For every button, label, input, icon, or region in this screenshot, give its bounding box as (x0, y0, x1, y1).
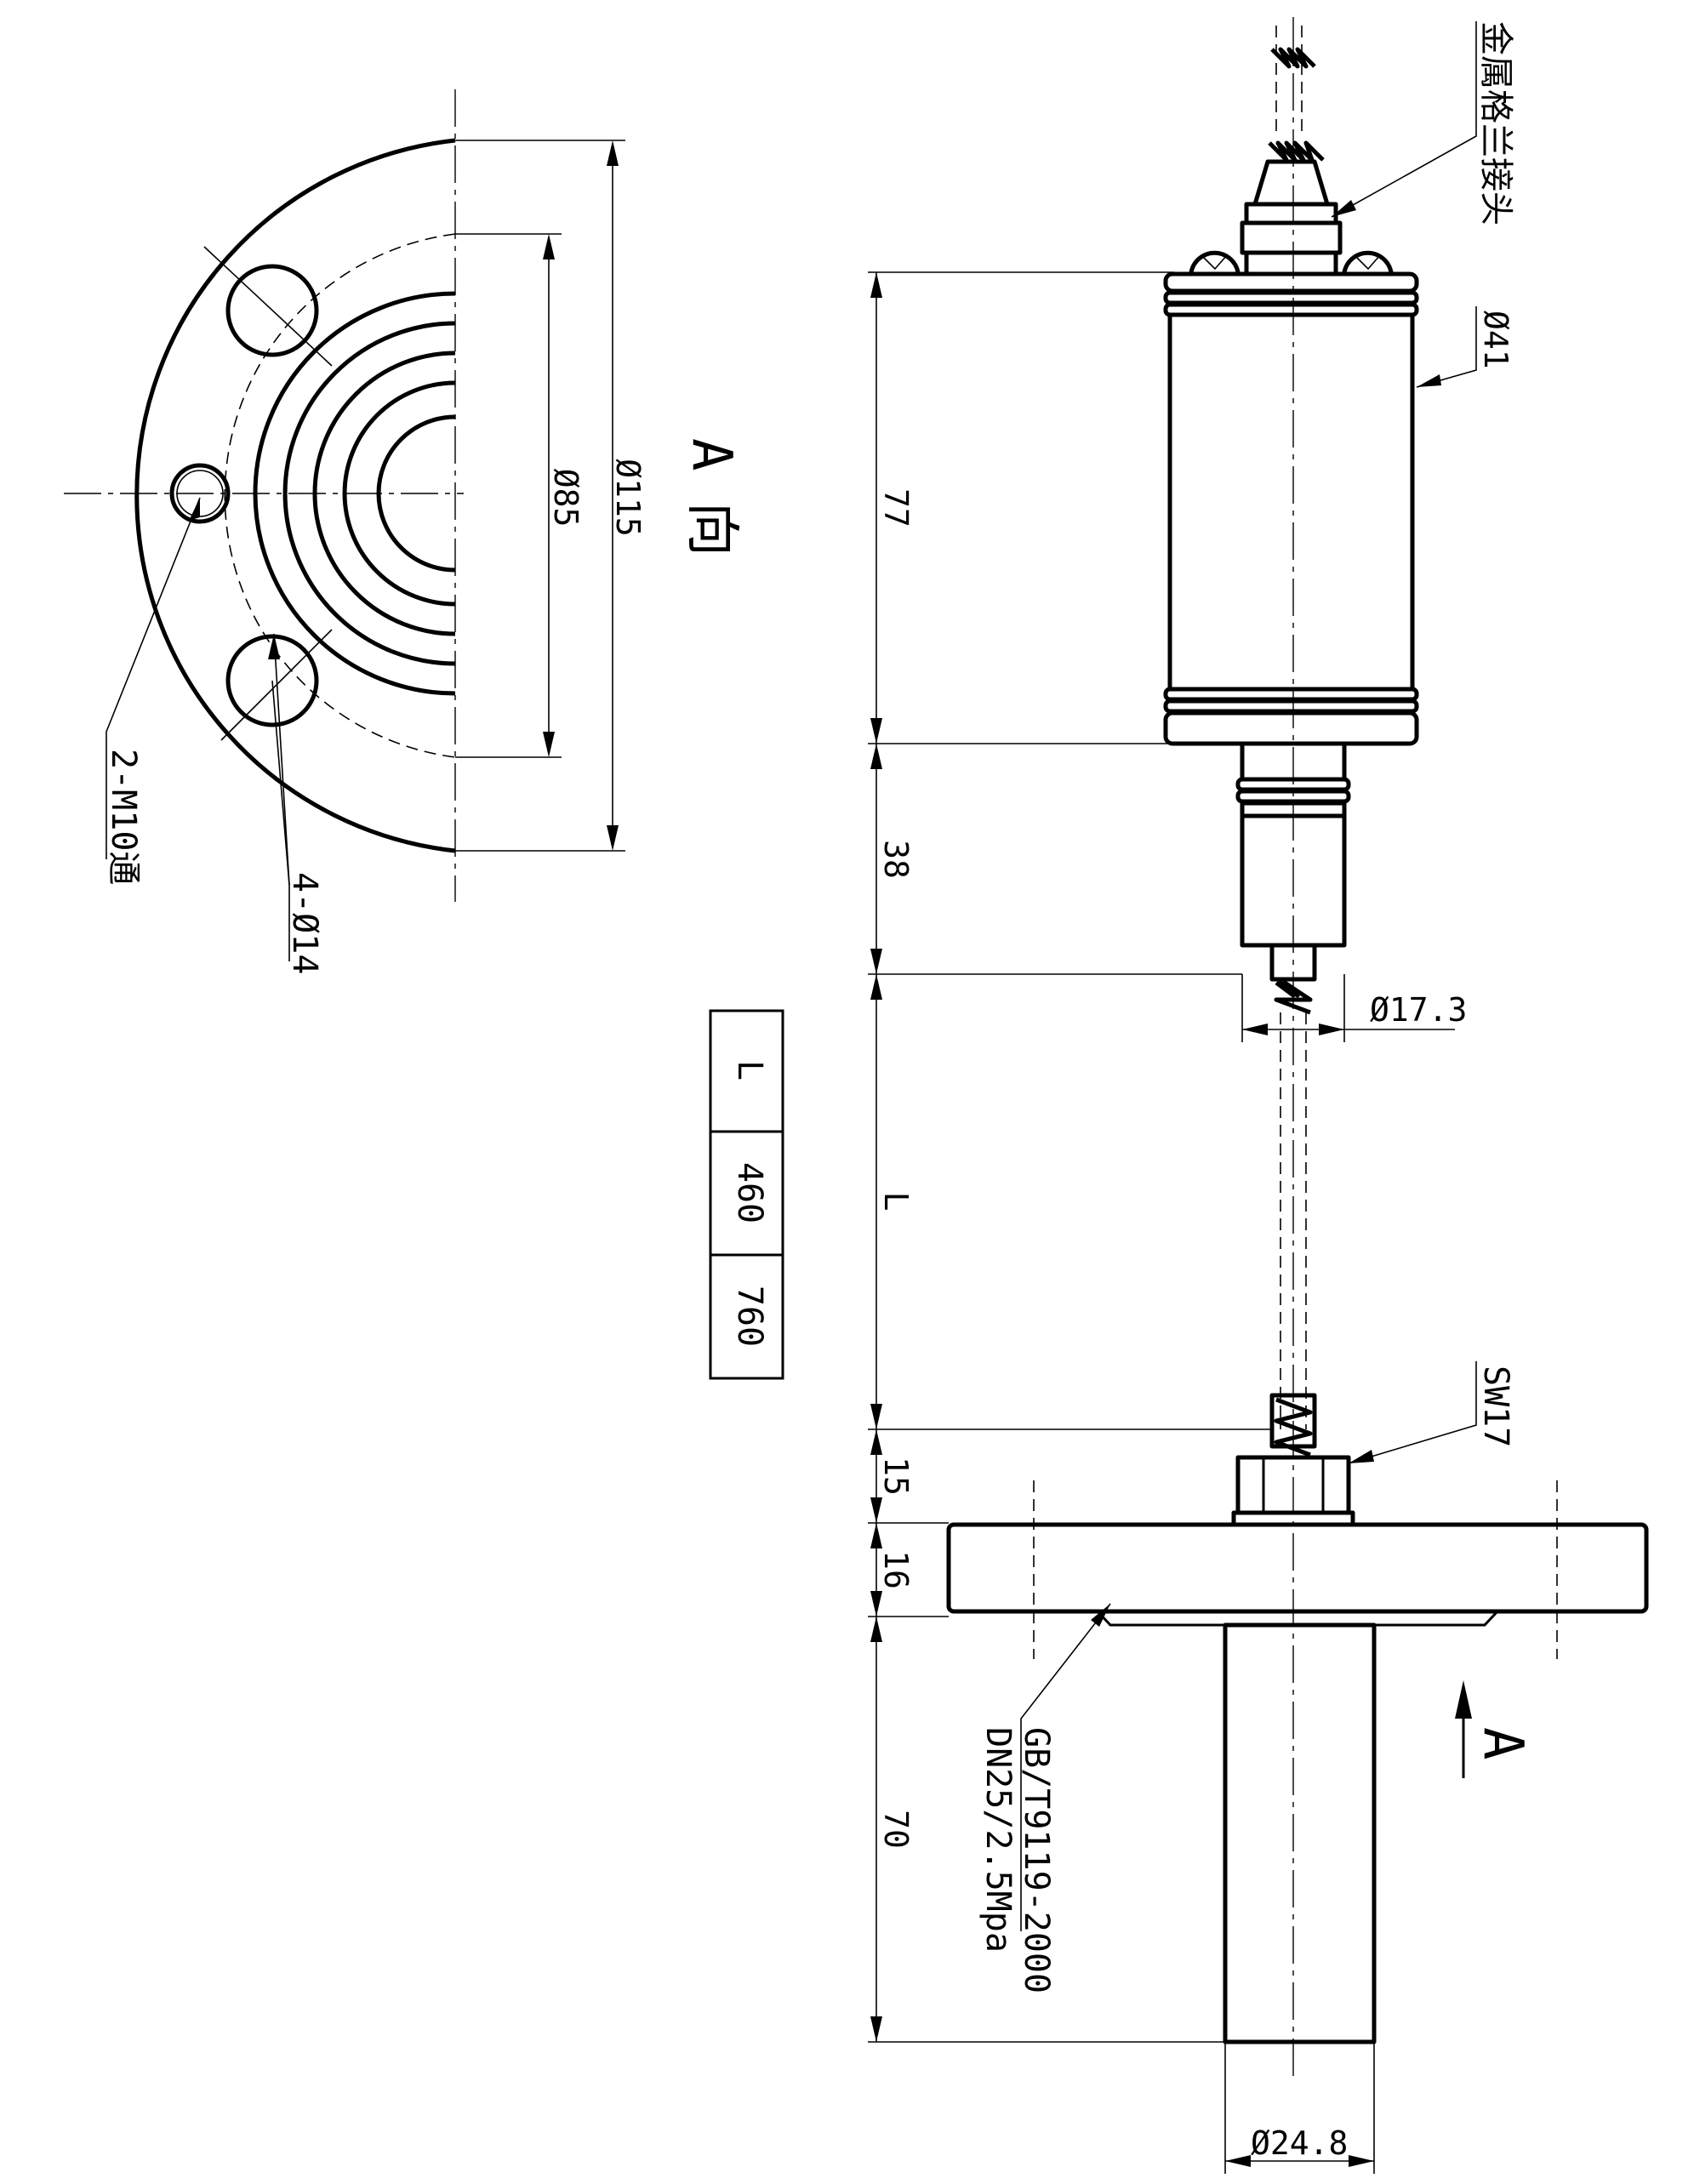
label-2-m10: 2-M10通 (104, 749, 143, 885)
label-metal-gland-joint: 金属格兰接头 (1476, 21, 1515, 225)
label-standard-1: GB/T9119-2000 (1017, 1727, 1056, 1993)
label-4-d14: 4-Ø14 (285, 872, 324, 974)
label-sw17: SW17 (1476, 1366, 1515, 1447)
dim-41: Ø41 (1477, 311, 1514, 369)
svg-text:向: 向 (680, 502, 743, 556)
dim-L: L (877, 1192, 915, 1212)
table-value-2: 760 (730, 1286, 769, 1347)
table-header: L (730, 1060, 769, 1081)
dim-17-3: Ø17.3 (1370, 991, 1467, 1029)
main-dimensions (868, 21, 1477, 2174)
dim-115: Ø115 (609, 459, 647, 537)
view-a-flange (64, 89, 625, 961)
table-value-1: 460 (730, 1162, 769, 1223)
length-table (709, 1009, 784, 1380)
dim-77: 77 (877, 488, 915, 527)
svg-text:A: A (680, 438, 743, 471)
dim-24-8: Ø24.8 (1251, 2124, 1348, 2162)
sensor-main-view (946, 17, 1649, 2080)
dim-16: 16 (877, 1550, 915, 1589)
dim-70: 70 (877, 1810, 915, 1849)
view-a-title: A 向 (680, 438, 743, 556)
label-standard-2: DN25/2.5Mpa (978, 1727, 1018, 1953)
dim-15: 15 (877, 1457, 915, 1496)
dim-85: Ø85 (547, 469, 585, 527)
dim-38: 38 (877, 840, 915, 879)
view-arrow-letter: A (1471, 1727, 1534, 1760)
